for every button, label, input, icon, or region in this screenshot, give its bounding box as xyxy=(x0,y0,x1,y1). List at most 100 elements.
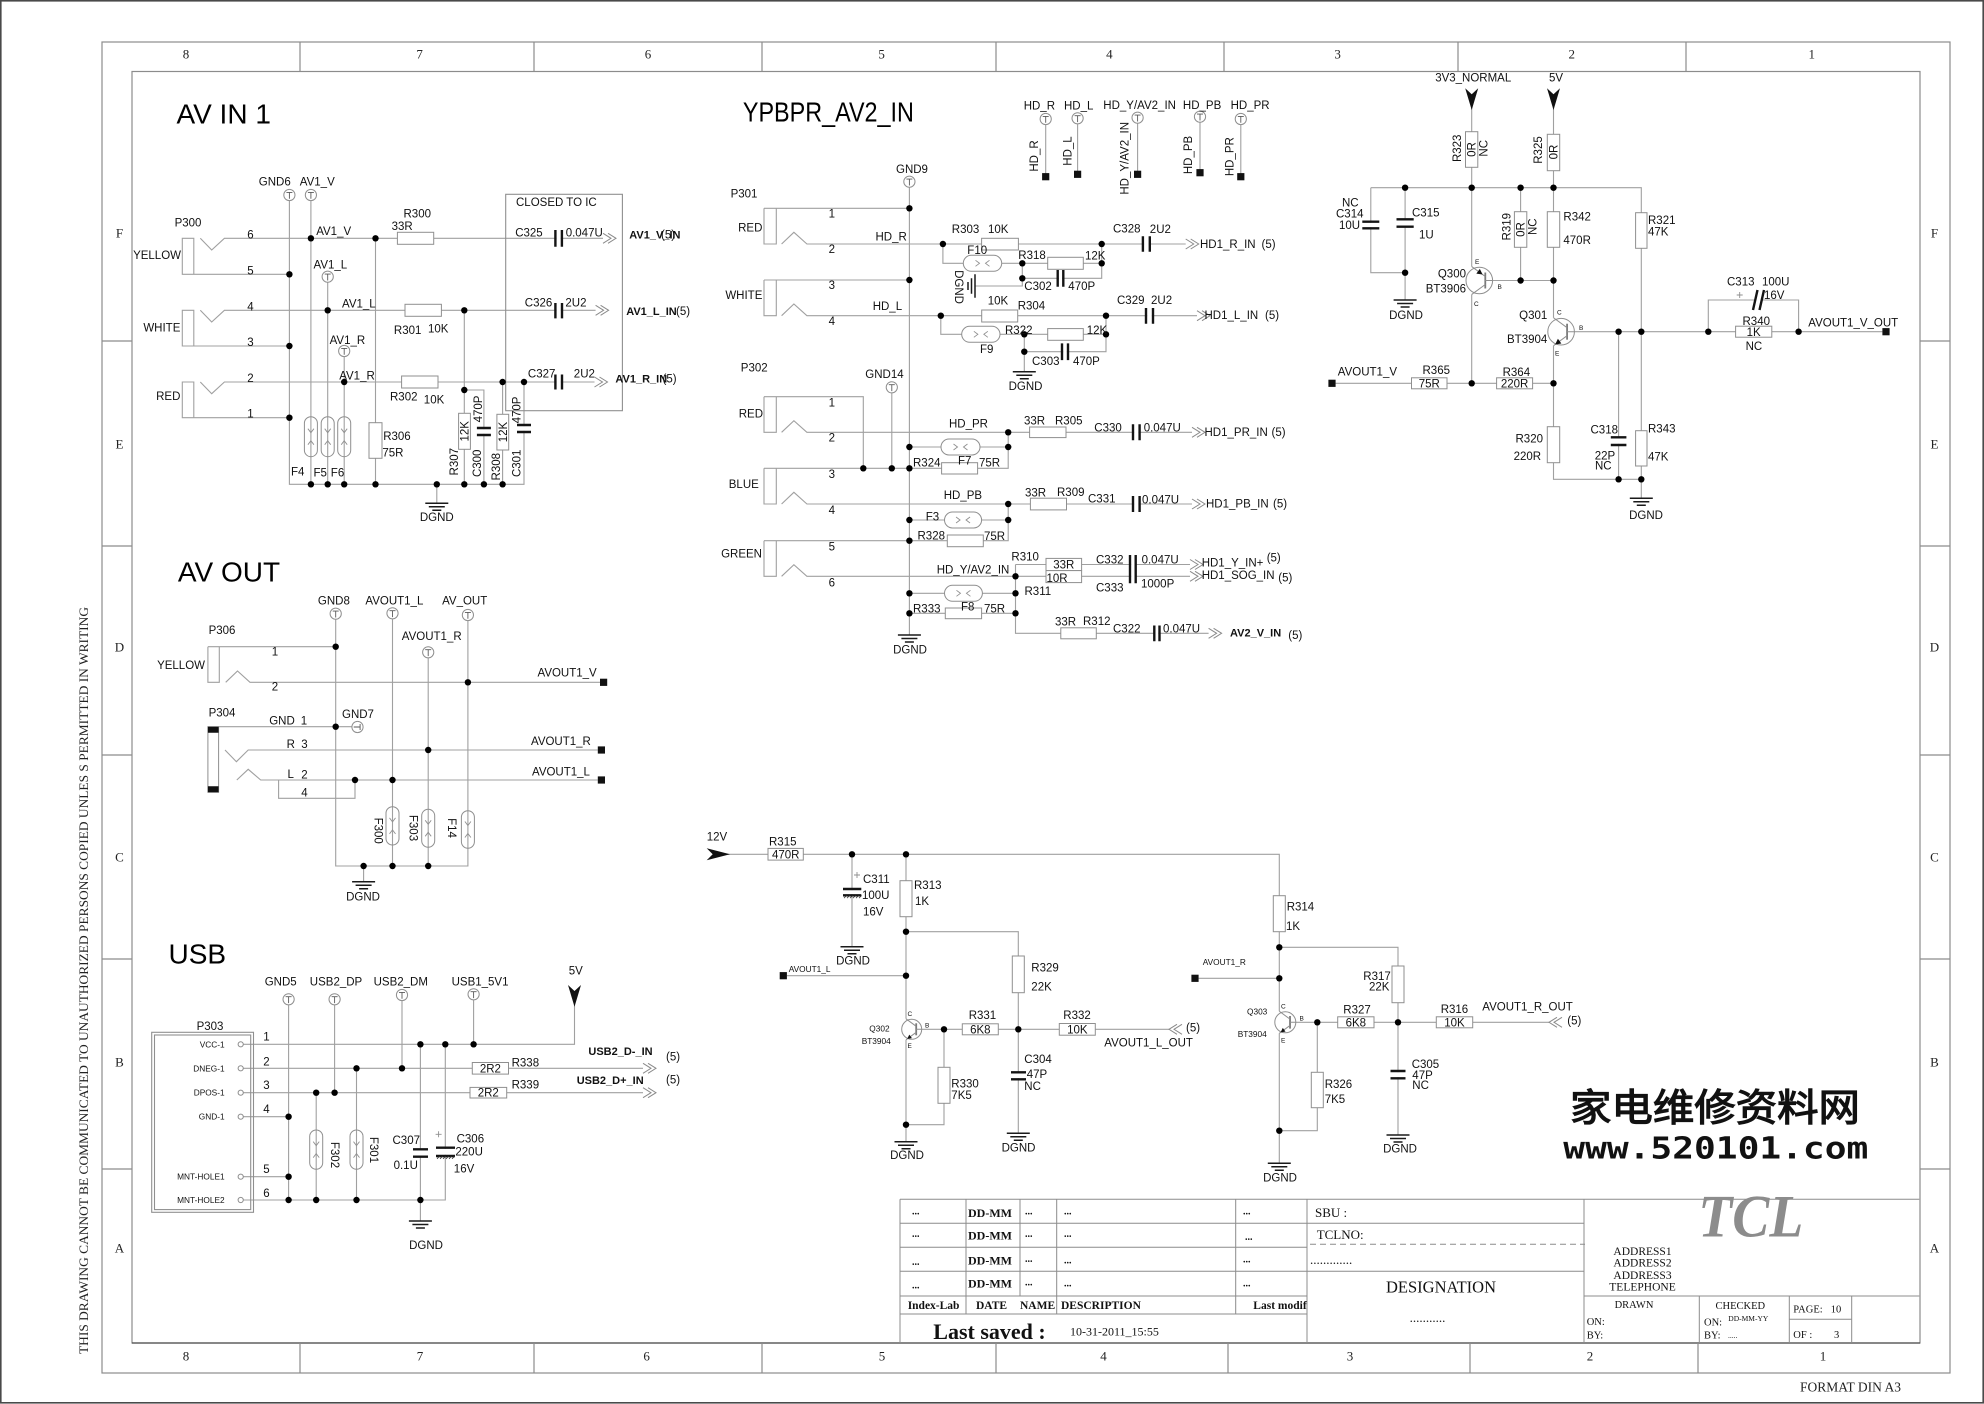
video-buffer-parts-r320-ref-label: R320 xyxy=(1516,433,1544,445)
video-buffer-parts-r340-value-label: 1K xyxy=(1747,327,1761,339)
audio-out-l-parts-q302-pins-c-label: C xyxy=(908,1011,913,1018)
column-label-top: 2 xyxy=(1568,47,1575,62)
junction-dot xyxy=(389,776,396,784)
resistor-r324 xyxy=(941,462,979,475)
page-of-total: 3 xyxy=(1834,1330,1839,1341)
audio-out-l-parts-c311-value-label: 100U xyxy=(862,890,890,902)
ypbpr-av2-in-parts-r311-value-label: 10R xyxy=(1047,573,1068,585)
port-square-icon xyxy=(1237,173,1245,181)
resistor-r315 xyxy=(767,847,804,861)
junction-dot xyxy=(1517,277,1524,284)
ferrite-bead-f14 xyxy=(460,810,475,849)
wire xyxy=(1370,187,1642,499)
usb-parts-c306-value-label: 220U xyxy=(455,1147,483,1159)
audio-out-l-parts-r313-ref-label: R313 xyxy=(914,880,942,892)
video-buffer-ground-label: DGND xyxy=(1629,510,1663,522)
ferrite-bead-f300 xyxy=(385,806,400,846)
usb-test-points-0-label: GND5 xyxy=(265,977,297,989)
port-square-icon xyxy=(597,776,605,784)
ypbpr-av2-in-outputs-3-net-label: HD1_PB_IN xyxy=(1206,498,1269,510)
title-block: ... DD-MM ... ... ... ... DD-MM ... ... … xyxy=(899,1184,1920,1344)
av-in-1-parts-f6-ref-label: F6 xyxy=(331,467,344,479)
junction-dot xyxy=(324,307,331,314)
ypbpr-av2-in-outputs-6-net-label: AV2_V_IN xyxy=(1230,628,1281,640)
wire xyxy=(288,999,475,1200)
ypbpr-av2-in-parts-c332-ref-label: C332 xyxy=(1096,554,1124,566)
revision-table: ... DD-MM ... ... ... ... DD-MM ... ... … xyxy=(908,1206,1307,1344)
test-point-icon xyxy=(885,381,898,394)
resistor-r309 xyxy=(1029,497,1068,511)
test-point-t-glyph xyxy=(353,724,361,730)
wire xyxy=(335,619,469,867)
column-label-bottom: 5 xyxy=(879,1349,886,1364)
test-point-t-glyph xyxy=(389,610,396,618)
ypbpr-av2-in-test-points-top-3-label: HD_PB xyxy=(1183,136,1195,175)
usb-parts-r338-ref-label: R338 xyxy=(512,1057,539,1069)
revision-date: DD-MM xyxy=(968,1277,1012,1291)
test-point-icon xyxy=(1071,112,1084,125)
test-point-icon xyxy=(422,646,435,659)
audio-out-l-parts-c311-ref-label: C311 xyxy=(863,874,890,886)
junction-dot xyxy=(1638,476,1645,483)
usb-parts-r338-value-label: 2R2 xyxy=(480,1063,501,1075)
resistor-r323 xyxy=(1465,131,1479,168)
usb-parts-f302-ref-label: F302 xyxy=(328,1142,340,1168)
ground-icon xyxy=(1267,1162,1291,1172)
address-line: ADDRESS2 xyxy=(1613,1258,1671,1270)
resistor-r343 xyxy=(1635,430,1648,467)
ypbpr-av2-in-test-points-top-1-label: HD_L xyxy=(1062,136,1074,166)
test-point-icon xyxy=(903,175,916,188)
junction-dot xyxy=(398,1065,406,1072)
av-out-connectors-0-pins-1-label: 2 xyxy=(272,682,278,694)
audio-out-l-output-sheet-label: (5) xyxy=(1186,1022,1200,1034)
audio-out-l-parts-c304-value-label: 47P xyxy=(1027,1069,1048,1081)
capacitor-c311-hatch xyxy=(843,895,862,899)
tclno-value: ............. xyxy=(1310,1252,1352,1267)
video-buffer-parts-q301-pins-e-label: E xyxy=(1555,351,1560,358)
resistor-r332 xyxy=(1058,1023,1096,1036)
junction-dot xyxy=(902,972,910,979)
ypbpr-av2-in-net-labels-2-label: HD_PR xyxy=(949,418,988,430)
av-in-1-parts-r308-value-label: 12K xyxy=(498,421,510,442)
wire xyxy=(207,646,600,683)
ypbpr-av2-in-outputs-0-sheet-label: (5) xyxy=(1262,239,1276,251)
junction-dot xyxy=(902,851,910,858)
capacitor-c307-gap xyxy=(413,1150,428,1156)
junction-dot xyxy=(1102,312,1110,319)
ferrite-bead-f302-chevron-icon xyxy=(312,1141,320,1158)
junction-dot xyxy=(389,862,396,870)
ypbpr-av2-in-parts-r312-ref-label: R312 xyxy=(1083,616,1111,628)
audio-out-l-output-net-label: AVOUT1_L_OUT xyxy=(1104,1038,1193,1050)
junction-dot xyxy=(1550,184,1557,191)
capacitor-c304 xyxy=(1011,1071,1026,1081)
junction-dot xyxy=(1005,429,1012,436)
junction-dot xyxy=(332,643,339,650)
polarity-plus-icon xyxy=(435,1131,442,1138)
av-in-1-note-label: CLOSED TO IC xyxy=(516,197,597,209)
junction-dot xyxy=(1314,1019,1321,1026)
junction-dot xyxy=(1705,328,1712,335)
test-point-t-glyph xyxy=(1237,115,1244,123)
resistor-r304 xyxy=(981,309,1019,323)
resistor-r301 xyxy=(404,303,442,317)
test-point-icon xyxy=(282,993,295,1006)
junction-dot xyxy=(1795,328,1802,335)
column-label-top: 6 xyxy=(645,47,652,62)
ypbpr-av2-in-connectors-1-jacks-0-label: RED xyxy=(739,408,763,420)
ypbpr-av2-in-test-points-top-2-label: HD_Y/AV2_IN xyxy=(1103,100,1176,112)
ypbpr-av2-in-ground-label: DGND xyxy=(1009,381,1043,393)
av-out-ports-0-label: AVOUT1_V xyxy=(538,668,598,680)
junction-dot xyxy=(307,235,315,242)
audio-out-r-parts-r327-ref-label: R327 xyxy=(1343,1004,1371,1016)
revision-description: ... xyxy=(1064,1229,1072,1240)
av-in-1-connector-jacks-0-label: YELLOW xyxy=(133,250,181,262)
capacitor-c325 xyxy=(554,230,564,247)
junction-dot xyxy=(1021,348,1028,355)
test-point-t-glyph xyxy=(324,273,331,281)
video-buffer-parts-r365-value-label: 75R xyxy=(1419,378,1440,390)
ground-icon xyxy=(1629,497,1653,507)
video-buffer-power-0-label: 3V3_NORMAL xyxy=(1435,73,1512,85)
junction-dot xyxy=(461,307,468,314)
junction-dot xyxy=(860,465,867,472)
video-buffer-parts-q301-pins-c-label: C xyxy=(1557,310,1562,317)
